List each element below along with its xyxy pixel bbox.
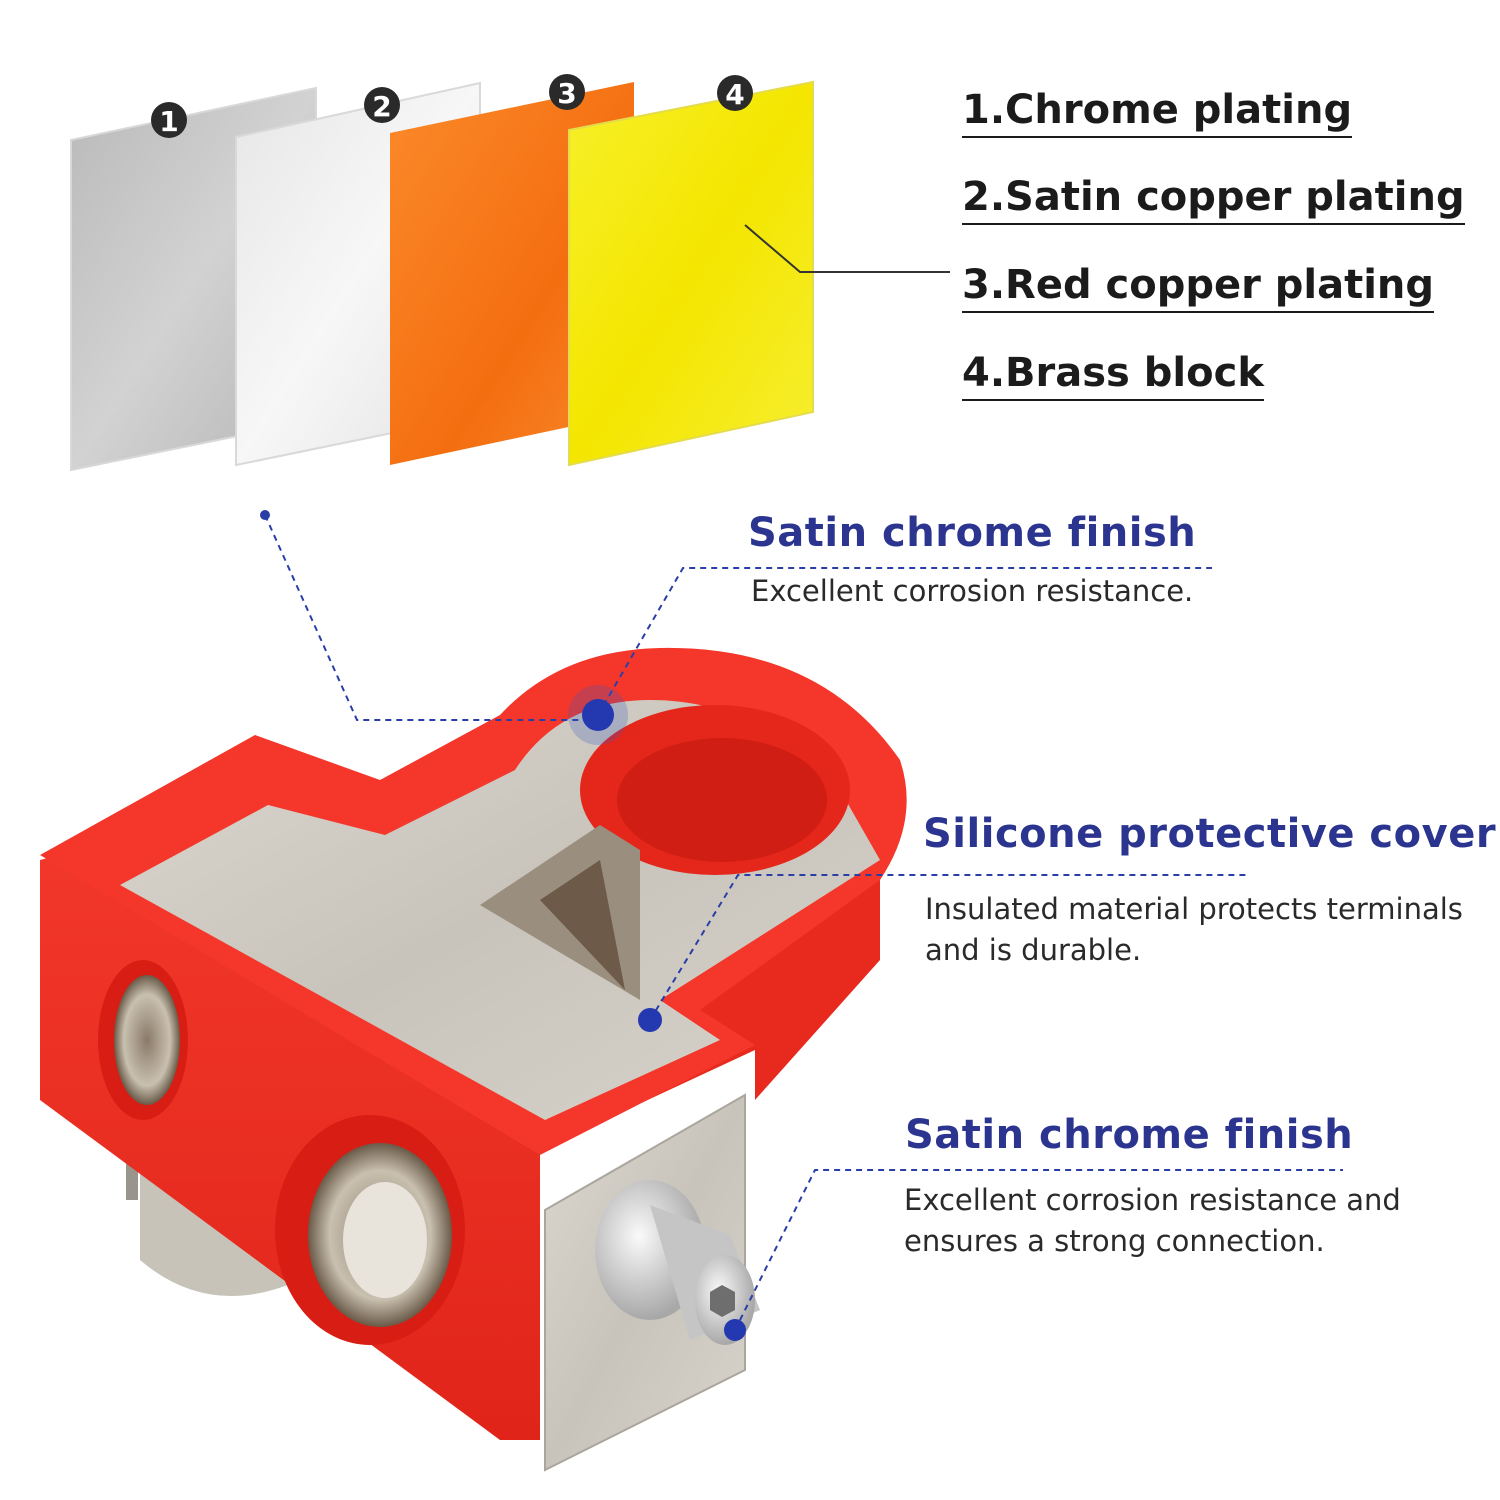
feature-description-line: Excellent corrosion resistance. <box>751 574 1194 608</box>
feature-description-satin-chrome-bolt: Excellent corrosion resistance and ensur… <box>904 1180 1401 1262</box>
svg-text:3: 3 <box>557 77 576 110</box>
callout-dot <box>260 510 270 520</box>
callout-dot <box>638 1008 662 1032</box>
callout-dot <box>582 699 614 731</box>
layer-legend-chrome-plating: 1.Chrome plating <box>962 86 1353 138</box>
layer-number-badge: 1 <box>151 102 187 138</box>
callout-dot <box>724 1319 746 1341</box>
feature-description-line: Insulated material protects terminals <box>925 892 1463 926</box>
layer-number-badge: 2 <box>364 87 400 123</box>
layer-number-badge: 3 <box>549 74 585 110</box>
feature-description-silicone-cover: Insulated material protects terminals an… <box>925 889 1463 971</box>
svg-text:1: 1 <box>159 105 178 138</box>
layer-legend-brass-block: 4.Brass block <box>962 349 1264 401</box>
feature-title-satin-chrome: Satin chrome finish <box>748 510 1197 556</box>
layer-leader-line <box>744 224 950 273</box>
layer-number-badge: 4 <box>717 75 753 111</box>
layer-legend-red-copper-plating: 3.Red copper plating <box>962 261 1435 313</box>
feature-title-satin-chrome-bolt: Satin chrome finish <box>905 1112 1354 1158</box>
feature-description-satin-chrome: Excellent corrosion resistance. <box>751 571 1193 612</box>
callout-line-silicone <box>649 874 1250 1021</box>
svg-text:2: 2 <box>372 90 391 123</box>
feature-description-line: ensures a strong connection. <box>904 1224 1325 1258</box>
callout-line-top-plate <box>264 514 598 721</box>
callout-line-satin-chrome <box>597 567 1212 716</box>
layer-legend-satin-copper-plating: 2.Satin copper plating <box>962 173 1465 225</box>
svg-text:4: 4 <box>725 78 744 111</box>
feature-description-line: and is durable. <box>925 933 1142 967</box>
battery-terminal-illustration <box>40 647 907 1472</box>
feature-description-line: Excellent corrosion resistance and <box>904 1183 1401 1217</box>
layer-sheet-brass <box>568 80 814 467</box>
feature-title-silicone-cover: Silicone protective cover <box>923 811 1497 857</box>
callout-line-bolt <box>734 1169 1343 1331</box>
